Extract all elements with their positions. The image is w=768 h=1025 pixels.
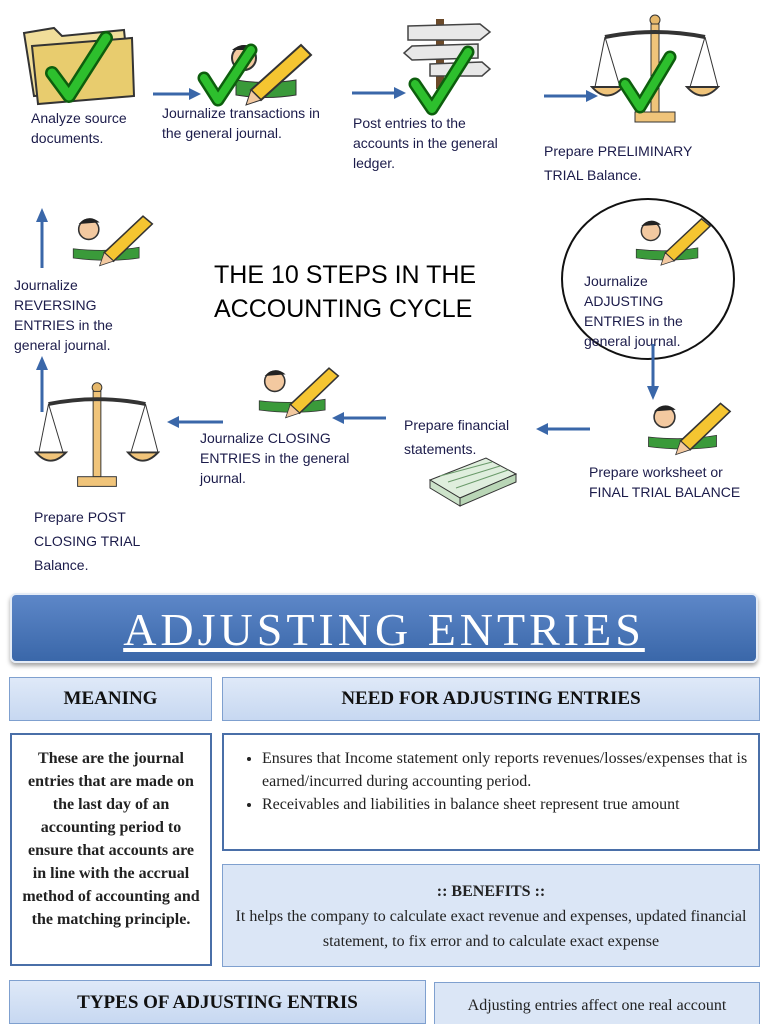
pencil-person-icon xyxy=(648,402,732,456)
pencil-person-icon xyxy=(635,217,712,266)
arrow-up-icon xyxy=(36,356,48,412)
arrow-right-icon xyxy=(153,88,201,100)
benefits-box: :: BENEFITS :: It helps the company to c… xyxy=(222,864,760,967)
step-7-label: Prepare financial statements. xyxy=(404,417,510,457)
types-heading-text: TYPES OF ADJUSTING ENTRIS xyxy=(77,992,358,1013)
meaning-box: These are the journal entries that are m… xyxy=(10,733,212,966)
step-9-label: Prepare POST CLOSING TRIAL Balance. xyxy=(34,509,140,573)
banner-title: ADJUSTING ENTRIES xyxy=(123,604,645,655)
arrow-right-icon xyxy=(544,90,598,102)
need-bullets: Ensures that Income statement only repor… xyxy=(240,747,748,816)
need-heading-text: NEED FOR ADJUSTING ENTRIES xyxy=(341,688,641,709)
cycle-title-line2: ACCOUNTING CYCLE xyxy=(214,295,473,323)
folder-check-icon xyxy=(22,26,136,106)
need-bullet: Ensures that Income statement only repor… xyxy=(262,747,748,793)
step-5-label: Journalize ADJUSTING ENTRIES in the gene… xyxy=(584,273,683,349)
need-heading: NEED FOR ADJUSTING ENTRIES xyxy=(222,677,760,721)
cycle-title-line1: THE 10 STEPS IN THE xyxy=(214,261,477,289)
meaning-heading: MEANING xyxy=(9,677,212,721)
step-10-label: Journalize REVERSING ENTRIES in the gene… xyxy=(14,277,113,353)
cycle-title: THE 10 STEPS IN THE ACCOUNTING CYCLE xyxy=(214,258,534,326)
meaning-text: These are the journal entries that are m… xyxy=(22,750,200,928)
step-6-label: Prepare worksheet or FINAL TRIAL BALANCE xyxy=(589,464,741,500)
arrow-down-icon xyxy=(647,344,659,400)
adjusting-entries-banner: ADJUSTING ENTRIES xyxy=(10,593,758,663)
pencil-person-icon xyxy=(72,215,154,267)
step-3-label: Post entries to the accounts in the gene… xyxy=(353,115,498,171)
arrow-left-icon xyxy=(332,412,386,424)
money-stack-icon xyxy=(428,457,518,507)
arrow-left-icon xyxy=(536,423,590,435)
arrow-right-icon xyxy=(352,87,406,99)
arrow-up-icon xyxy=(36,208,48,268)
step-1-label: Analyze source documents. xyxy=(31,110,127,146)
signpost-check-icon xyxy=(402,19,492,116)
affect-box: Adjusting entries affect one real accoun… xyxy=(434,982,760,1024)
scales-icon xyxy=(34,382,160,487)
types-heading: TYPES OF ADJUSTING ENTRIS xyxy=(9,980,426,1024)
benefits-heading: :: BENEFITS :: xyxy=(436,883,546,900)
benefits-text: It helps the company to calculate exact … xyxy=(235,908,747,950)
affect-text: Adjusting entries affect one real accoun… xyxy=(467,997,727,1014)
pencil-person-icon xyxy=(258,367,340,419)
step-4-label: Prepare PRELIMINARY TRIAL Balance. xyxy=(544,143,693,183)
step-8-label: Journalize CLOSING ENTRIES in the genera… xyxy=(200,430,350,486)
need-box: Ensures that Income statement only repor… xyxy=(222,733,760,851)
scales-check-icon xyxy=(590,14,720,123)
step-2-label: Journalize transactions in the general j… xyxy=(162,105,320,141)
arrow-left-icon xyxy=(167,416,223,428)
pencil-person-check-icon xyxy=(197,43,313,107)
meaning-heading-text: MEANING xyxy=(63,688,158,709)
need-bullet: Receivables and liabilities in balance s… xyxy=(262,793,748,816)
highlight-circle xyxy=(561,198,735,360)
